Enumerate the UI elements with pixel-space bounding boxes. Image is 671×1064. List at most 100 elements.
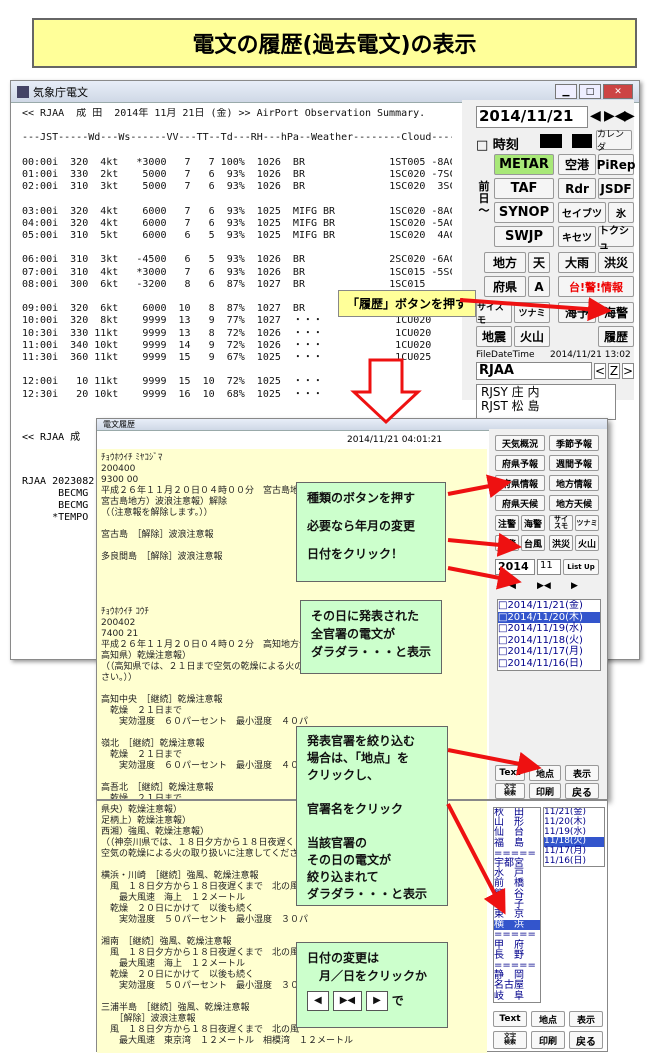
tokkei-button[interactable]: 特警 bbox=[495, 535, 519, 551]
ice-button[interactable]: 氷 bbox=[608, 202, 634, 223]
insatsu-button[interactable]: 印刷 bbox=[529, 783, 561, 799]
hyoji-button[interactable]: 表示 bbox=[565, 765, 599, 781]
kisetsu-yoho-button[interactable]: 季節予報 bbox=[549, 435, 599, 451]
tenki-gaikyo-button[interactable]: 天気概況 bbox=[495, 435, 545, 451]
station-item[interactable]: 東 京 bbox=[494, 909, 524, 921]
date-item[interactable]: 11/21(金) bbox=[544, 807, 586, 817]
tsunami-button[interactable]: ツナミ bbox=[514, 302, 550, 323]
date-item[interactable]: □2014/11/17(月) bbox=[498, 646, 583, 657]
kaikei-button[interactable]: 海警 bbox=[598, 302, 634, 323]
date-item[interactable]: □2014/11/21(金) bbox=[498, 600, 583, 611]
today-icon[interactable]: ▶◀ bbox=[604, 108, 626, 124]
month-select[interactable]: 11 bbox=[537, 559, 561, 575]
kazan-button[interactable]: 火山 bbox=[514, 326, 550, 347]
moji-kensaku-button[interactable]: 文字 検索 bbox=[495, 783, 525, 799]
year-select[interactable]: 2014 bbox=[495, 559, 535, 575]
pirep-button[interactable]: PiRep bbox=[597, 154, 635, 175]
date-next-icon[interactable]: ▶ bbox=[571, 581, 578, 591]
jsdf-button[interactable]: JSDF bbox=[598, 178, 634, 199]
station-item[interactable]: 山 形 bbox=[494, 817, 524, 829]
chiho-button[interactable]: 地方 bbox=[484, 252, 526, 273]
station-list[interactable]: RJSY 庄 内 RJST 松 島 bbox=[476, 384, 616, 420]
station-item[interactable]: 福 島 bbox=[494, 837, 524, 849]
tokushu-button[interactable]: トクシュ bbox=[598, 226, 634, 252]
date-item[interactable]: 11/18(火) bbox=[544, 837, 604, 848]
moji-button-2[interactable]: 文字 検索 bbox=[493, 1031, 527, 1049]
shukan-yoho-button[interactable]: 週間予報 bbox=[549, 455, 599, 471]
station-item[interactable]: 熊 谷 bbox=[494, 888, 524, 900]
date-today-icon[interactable]: ▶◀ bbox=[537, 581, 551, 591]
station-item[interactable]: 名古屋 bbox=[494, 980, 524, 992]
ten-button[interactable]: 天 bbox=[528, 252, 550, 273]
fuken-tenko-button[interactable]: 府県天候 bbox=[495, 495, 545, 511]
text-button[interactable]: Text bbox=[495, 765, 525, 781]
time-from-slot[interactable] bbox=[540, 134, 562, 148]
chiten-button[interactable]: 地点 bbox=[529, 765, 561, 781]
tsunami-button[interactable]: ツナミ bbox=[575, 515, 599, 531]
date-item[interactable]: □2014/11/20(木) bbox=[498, 611, 600, 623]
saisumo-button[interactable]: サイ スモ bbox=[549, 515, 573, 531]
swjp-button[interactable]: SWJP bbox=[494, 226, 554, 247]
station-item[interactable]: 宇都宮 bbox=[494, 858, 524, 870]
text-button-2[interactable]: Text bbox=[493, 1011, 527, 1027]
station-next-icon[interactable]: Z bbox=[608, 363, 620, 379]
date-item[interactable]: 11/17(月) bbox=[544, 846, 586, 857]
saisumo-button[interactable]: サイスモ bbox=[476, 302, 512, 326]
chiho-tenko-button[interactable]: 地方天候 bbox=[549, 495, 599, 511]
chuui-button[interactable]: 注警 bbox=[495, 515, 519, 531]
airport-button[interactable]: 空港 bbox=[558, 154, 596, 175]
maximize-icon[interactable]: □ bbox=[579, 84, 601, 99]
list-up-button[interactable]: List Up bbox=[563, 559, 599, 575]
date-item[interactable]: □2014/11/16(日) bbox=[498, 657, 583, 669]
chiten-button-2[interactable]: 地点 bbox=[531, 1011, 565, 1027]
time-checkbox[interactable]: □ 時刻 bbox=[476, 138, 519, 153]
station-item[interactable]: 横 浜 bbox=[494, 920, 540, 931]
umi-button[interactable]: 海予 bbox=[558, 302, 596, 323]
minimize-icon[interactable]: ▁ bbox=[555, 84, 577, 99]
date-item[interactable]: □2014/11/18(火) bbox=[498, 634, 583, 646]
taf-button[interactable]: TAF bbox=[494, 178, 554, 199]
zenjitsu-label[interactable]: 前 日 〜 bbox=[478, 180, 490, 217]
date-item[interactable]: 11/16(日) bbox=[544, 855, 586, 866]
a-button[interactable]: A bbox=[528, 276, 550, 297]
date-item[interactable]: 11/20(木) bbox=[544, 816, 586, 827]
rdr-button[interactable]: Rdr bbox=[558, 178, 596, 199]
typhoon-button[interactable]: 台!警!情報 bbox=[558, 276, 634, 297]
chiho-joho-button[interactable]: 地方情報 bbox=[549, 475, 599, 491]
station-item[interactable]: RJSY 庄 内 bbox=[481, 385, 540, 399]
fuken-button[interactable]: 府県 bbox=[484, 276, 526, 297]
fuken-yoho-button[interactable]: 府県予報 bbox=[495, 455, 545, 471]
station-prev-icon[interactable]: < bbox=[594, 363, 606, 379]
date-item[interactable]: 11/19(水) bbox=[544, 826, 586, 837]
date-item[interactable]: □2014/11/19(水) bbox=[498, 623, 583, 634]
date-display[interactable]: 2014/11/21 bbox=[476, 106, 588, 128]
next-date-icon[interactable]: ▶ bbox=[624, 108, 635, 124]
station-item[interactable]: 長 野 bbox=[494, 949, 524, 961]
station-item[interactable]: 甲 府 bbox=[494, 939, 524, 951]
station-item[interactable]: 水 戸 bbox=[494, 868, 524, 880]
fuken-joho-button[interactable]: 府県情報 bbox=[495, 475, 545, 491]
time-to-slot[interactable] bbox=[572, 134, 592, 148]
station-column[interactable]: 秋 田山 形仙 台福 島=====宇都宮水 戸前 橋熊 谷銚 子東 京横 浜==… bbox=[493, 807, 541, 1003]
station-item[interactable]: 秋 田 bbox=[494, 807, 524, 818]
kozui-button[interactable]: 洪災 bbox=[549, 535, 573, 551]
synop-button[interactable]: SYNOP bbox=[494, 202, 554, 223]
rireki-button[interactable]: 履歴 bbox=[598, 326, 634, 347]
station-item[interactable]: 岐 阜 bbox=[494, 990, 524, 1002]
date-prev-icon[interactable]: ◀ bbox=[509, 581, 516, 591]
seibu-button[interactable]: セイブツ bbox=[558, 202, 606, 223]
kisetsu-button[interactable]: キセツ bbox=[558, 226, 596, 247]
prev-date-icon[interactable]: ◀ bbox=[590, 108, 601, 124]
station-item[interactable]: ===== bbox=[494, 960, 536, 972]
station-item[interactable]: 前 橋 bbox=[494, 878, 524, 890]
calendar-button[interactable]: カレンダ bbox=[596, 130, 632, 153]
date-list[interactable]: □2014/11/21(金) □2014/11/20(木) □2014/11/1… bbox=[497, 599, 601, 671]
station-item[interactable]: 銚 子 bbox=[494, 898, 524, 910]
kazan-button[interactable]: 火山 bbox=[575, 535, 599, 551]
station-next2-icon[interactable]: > bbox=[622, 363, 634, 379]
jishin-button[interactable]: 地震 bbox=[476, 326, 512, 347]
taifu-button[interactable]: 台風 bbox=[521, 535, 545, 551]
station-field[interactable]: RJAA bbox=[476, 362, 592, 380]
station-item[interactable]: RJST 松 島 bbox=[481, 399, 540, 413]
close-icon[interactable]: ✕ bbox=[603, 84, 633, 99]
